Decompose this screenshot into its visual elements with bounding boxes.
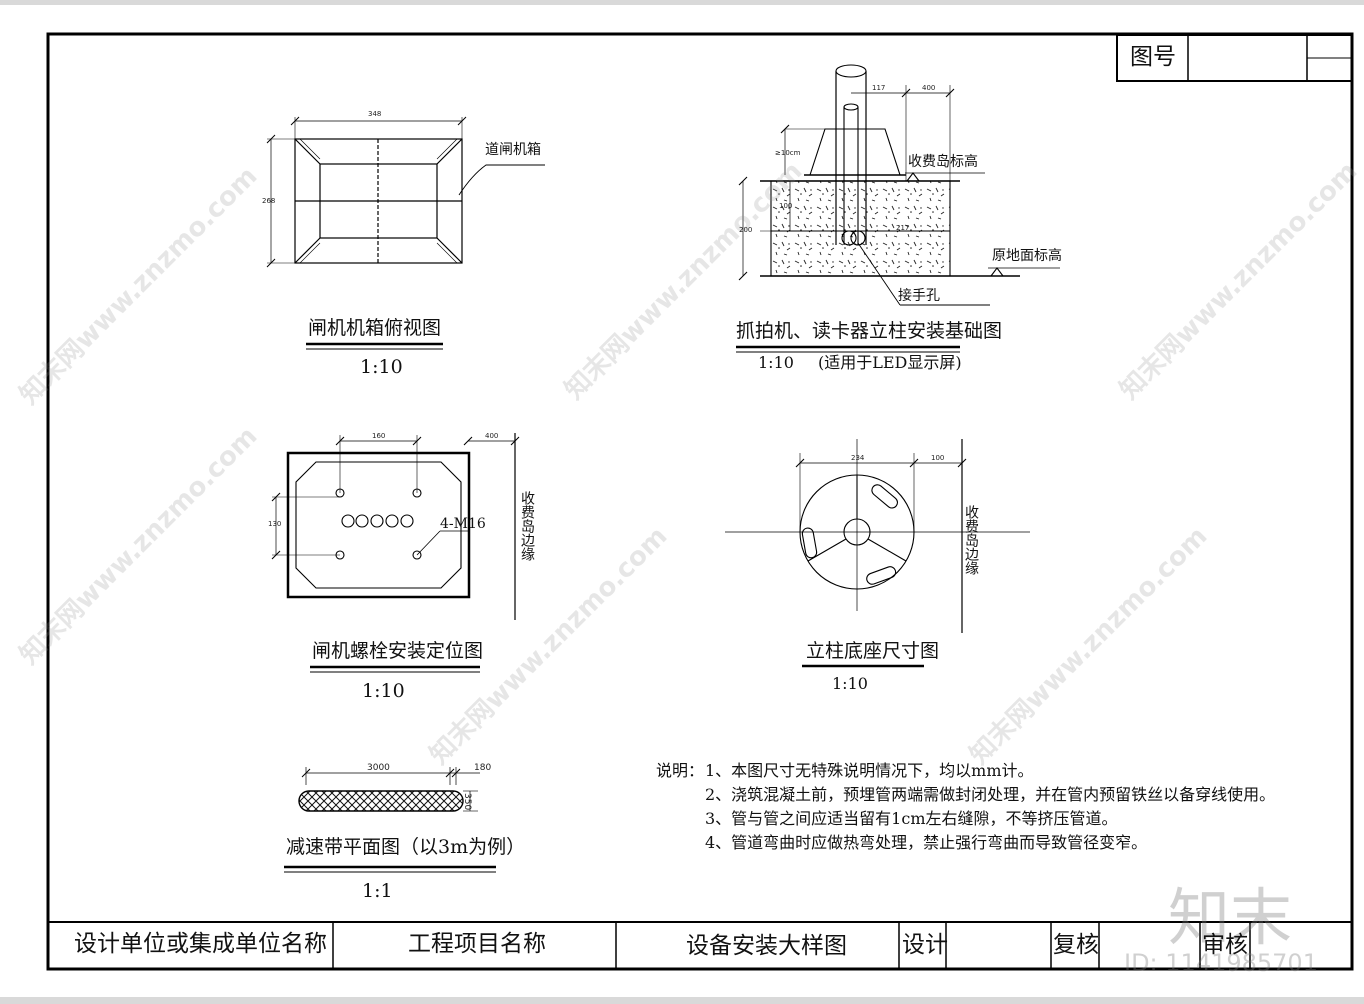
dim-width: 348 (368, 110, 382, 118)
bolt-dim: 130 (268, 520, 282, 528)
dim-height: 268 (262, 197, 276, 205)
title-block-grid (48, 921, 1352, 969)
gate-box-title-underline (306, 342, 443, 350)
bolt-layout-title-underline (310, 665, 480, 673)
bump-dim: 3000 (367, 763, 390, 773)
bump-dim: 350 (462, 793, 472, 811)
hand-hole-label: 接手孔 (898, 288, 940, 304)
note-item: 3、管与管之间应适当留有1cm左右缝隙，不等挤压管道。 (705, 809, 1118, 828)
base-edge-label: 收费岛边缘 (963, 505, 979, 575)
review-label: 复核 (1053, 932, 1099, 958)
speed-bump-view (298, 767, 480, 812)
pole-foundation-note: (适用于LED显示屏) (818, 353, 962, 372)
approve-label: 审核 (1202, 932, 1248, 958)
bolt-layout-scale: 1:10 (362, 680, 405, 702)
design-label: 设计 (902, 932, 948, 958)
note-item: 4、管道弯曲时应做热弯处理，禁止强行弯曲而导致管径变窄。 (705, 833, 1148, 852)
pole-base-view (725, 439, 1030, 633)
sheet-frame (46, 32, 1354, 971)
base-dim: 234 (851, 454, 865, 462)
bolt-label: 4-M16 (440, 516, 486, 532)
drawing-number-box (1116, 34, 1353, 82)
pole-foundation-title: 抓拍机、读卡器立柱安装基础图 (736, 320, 1003, 342)
island-level-label: 收费岛标高 (908, 154, 978, 170)
bump-dim: 180 (474, 763, 492, 773)
gate-box-scale: 1:10 (360, 356, 403, 378)
speed-bump-scale: 1:1 (362, 880, 393, 902)
note-item: 2、浇筑混凝土前，预埋管两端需做封闭处理，并在管内预留铁丝以备穿线使用。 (705, 785, 1276, 804)
bolt-dim: 400 (485, 432, 499, 440)
bolt-layout-title: 闸机螺栓安装定位图 (312, 640, 484, 662)
speed-bump-title-underline (284, 865, 496, 873)
drawing-title-label: 设备安装大样图 (686, 933, 847, 959)
bolt-layout-view (271, 433, 520, 620)
bolt-dim: 160 (372, 432, 386, 440)
pole-dim: ≥10cm (775, 149, 801, 157)
pole-foundation-title-underline (736, 345, 960, 353)
notes-prefix: 说明： (656, 761, 705, 780)
pole-base-scale: 1:10 (832, 674, 868, 693)
design-unit-label: 设计单位或集成单位名称 (74, 931, 327, 957)
note-item: 1、本图尺寸无特殊说明情况下，均以mm计。 (705, 761, 1034, 780)
pole-dim: 217 (896, 224, 910, 232)
base-dim: 100 (931, 454, 945, 462)
bolt-edge-label: 收费岛边缘 (519, 491, 535, 561)
watermark-id: ID: 1141985701 (1124, 949, 1318, 977)
speed-bump-title: 减速带平面图（以3m为例） (286, 836, 526, 858)
gate-box-title: 闸机机箱俯视图 (308, 317, 442, 339)
pole-dim: 117 (872, 84, 886, 92)
pole-dim: 100 (779, 202, 793, 210)
project-name-label: 工程项目名称 (408, 931, 546, 957)
ground-level-label: 原地面标高 (992, 248, 1062, 264)
drawing-number-label: 图号 (1130, 44, 1176, 70)
gate-box-callout: 道闸机箱 (485, 142, 541, 158)
pole-dim: 200 (739, 226, 753, 234)
pole-foundation-view (738, 64, 1060, 306)
drawing-canvas (46, 32, 1354, 971)
pole-foundation-scale: 1:10 (758, 353, 794, 372)
gate-box-top-view (266, 116, 545, 268)
drawing-sheet: 知末网www.znzmo.com 知末网www.znzmo.com 知末网www… (0, 5, 1364, 997)
pole-base-title: 立柱底座尺寸图 (806, 640, 940, 662)
pole-dim: 400 (922, 84, 936, 92)
watermark-logo: 知末 (1168, 881, 1293, 954)
